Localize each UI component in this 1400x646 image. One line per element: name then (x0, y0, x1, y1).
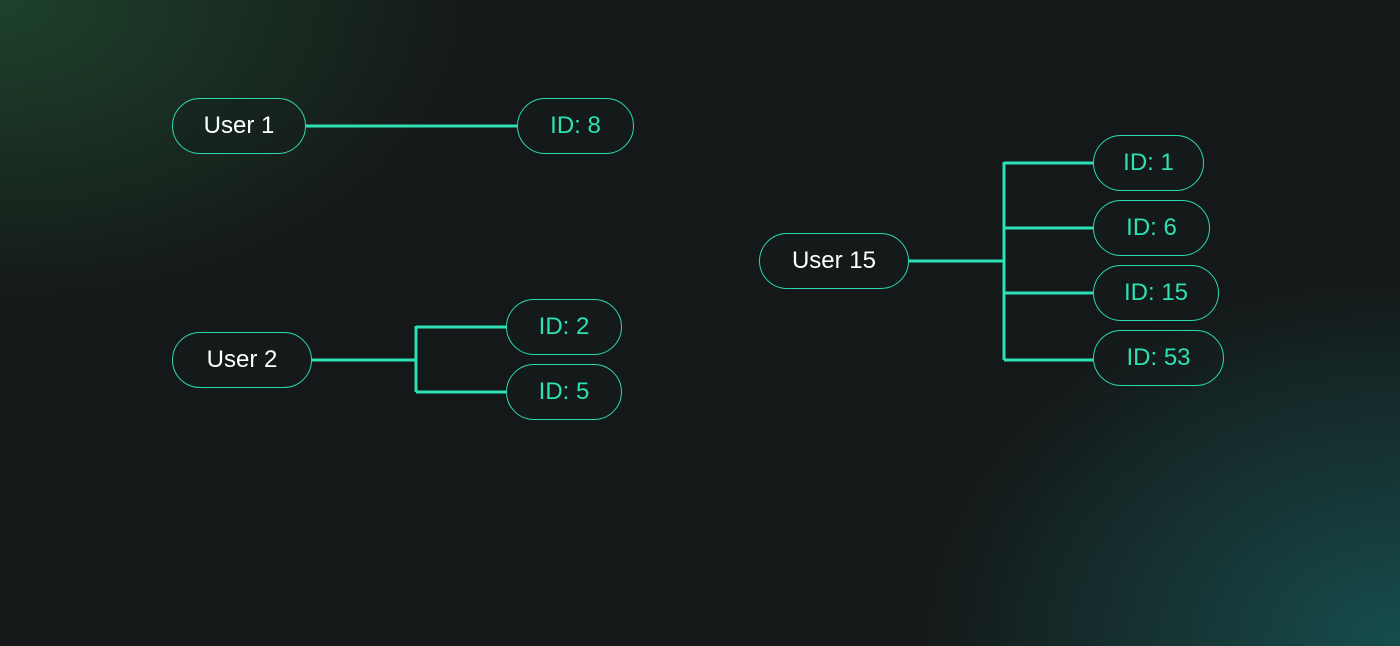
id-node: ID: 6 (1093, 200, 1210, 256)
id-node: ID: 8 (517, 98, 634, 154)
user-node: User 2 (172, 332, 312, 388)
id-node: ID: 53 (1093, 330, 1224, 386)
id-node: ID: 1 (1093, 135, 1204, 191)
id-node: ID: 15 (1093, 265, 1219, 321)
id-node: ID: 2 (506, 299, 622, 355)
user-node: User 15 (759, 233, 909, 289)
user-node: User 1 (172, 98, 306, 154)
id-node: ID: 5 (506, 364, 622, 420)
